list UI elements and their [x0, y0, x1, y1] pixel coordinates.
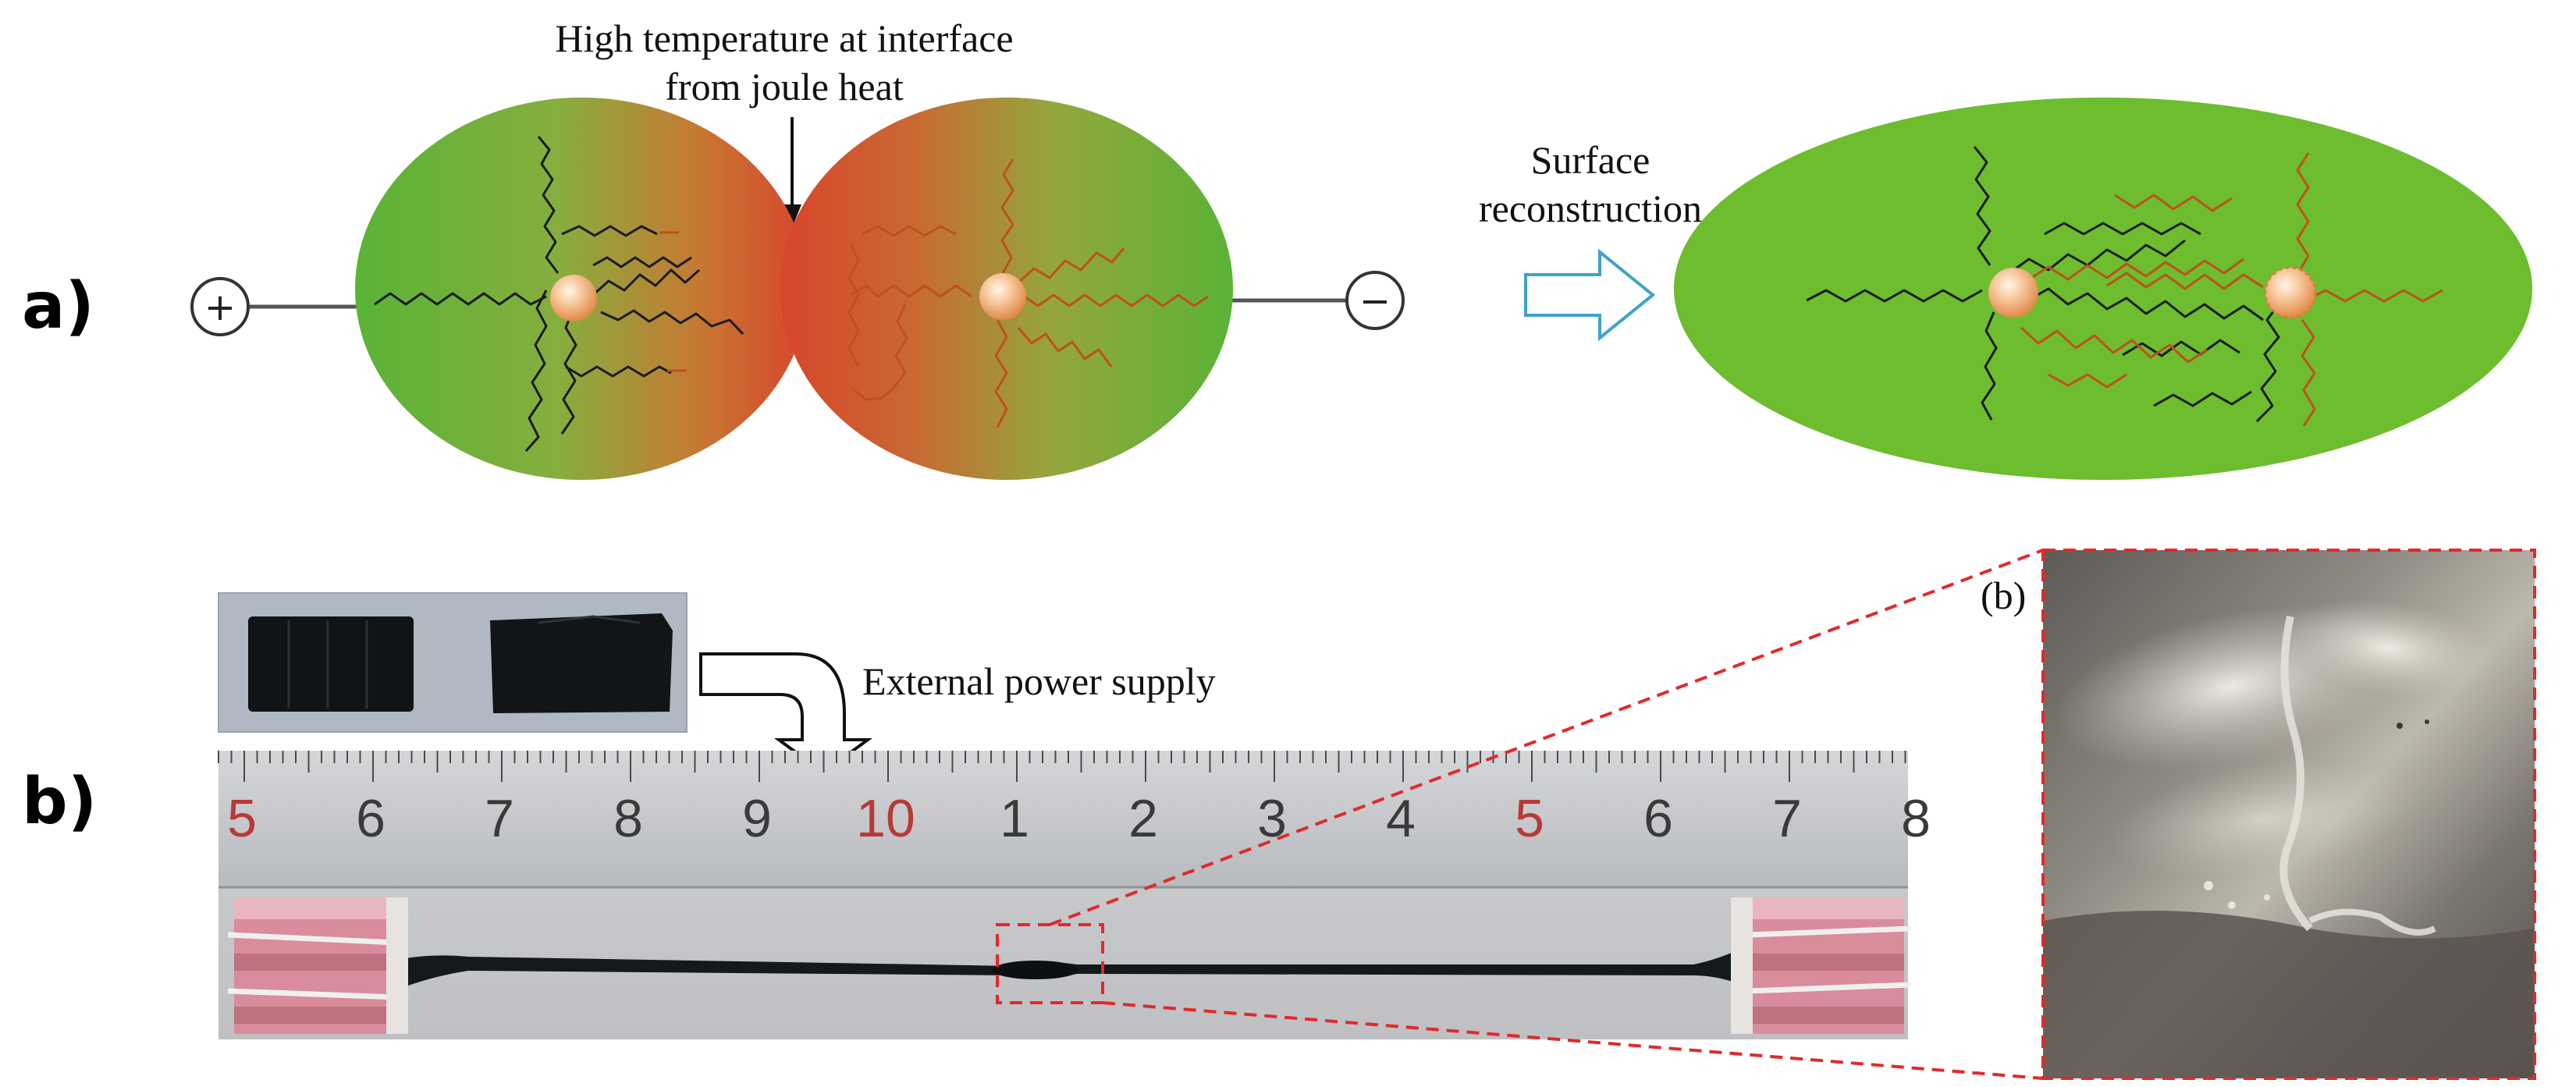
- merged-orange-chains: [2020, 152, 2443, 427]
- right-clamp: [1731, 897, 1911, 1034]
- merged-nanoparticle-left: [1988, 268, 2038, 318]
- before-samples-photo: [218, 592, 688, 733]
- panel-b-label: b): [22, 765, 97, 839]
- ruler-number: 4: [1386, 789, 1416, 848]
- ruler-photo: 5 6 7 8 9 10 1 2 3 4 5 6 7 8: [218, 751, 1931, 1039]
- metal-ruler: [219, 751, 1908, 887]
- ruler-number: 6: [1643, 789, 1673, 848]
- ruler-number: 6: [356, 789, 386, 848]
- ruler-number: 9: [742, 789, 772, 848]
- ruler-number: 5: [227, 789, 257, 848]
- sample-block-left: [248, 616, 414, 712]
- ruler-number: 1: [1000, 789, 1029, 848]
- ruler-number: 7: [1772, 789, 1802, 848]
- micrograph-frame: [2041, 549, 2536, 1080]
- merged-particle-shell: [1674, 98, 2532, 480]
- interface-annotation-line1: High temperature at interface: [555, 16, 1013, 60]
- zoom-line-bottom: [1102, 1001, 2044, 1080]
- ruler-number: 2: [1128, 789, 1158, 848]
- power-supply-caption: External power supply: [862, 659, 1216, 703]
- ruler-number: 8: [1901, 789, 1931, 848]
- micrograph-inset: [2043, 550, 2535, 1078]
- interface-annotation-line2: from joule heat: [665, 65, 904, 108]
- ruler-number: 5: [1515, 789, 1544, 848]
- fracture-crack: [2279, 615, 2313, 932]
- left-nanoparticle: [550, 275, 597, 321]
- ruler-ticks: [218, 751, 1906, 782]
- ruler-number: 10: [856, 789, 915, 848]
- reconstruction-arrow: [1524, 248, 1656, 342]
- ruler-number: 8: [613, 789, 643, 848]
- positive-terminal: +: [190, 277, 250, 336]
- sample-block-right: [490, 613, 673, 713]
- ruler-number: 3: [1257, 789, 1287, 848]
- power-supply-arrow: [699, 652, 873, 775]
- ruler-number: 7: [485, 789, 514, 848]
- process-label-line1: Surface: [1531, 138, 1650, 182]
- right-polymer-chains: [847, 158, 1209, 428]
- negative-terminal: −: [1345, 271, 1405, 330]
- inset-label: (b): [1981, 574, 2026, 617]
- healed-joint-region: [993, 961, 1078, 979]
- zoom-line-top: [1049, 549, 2044, 926]
- left-polymer-chains: [374, 136, 744, 452]
- process-label-line2: reconstruction: [1479, 186, 1702, 230]
- svg-text:+: +: [204, 286, 236, 329]
- svg-text:−: −: [1359, 279, 1391, 323]
- merged-nanoparticle-right: [2264, 266, 2317, 319]
- panel-a-label: a): [22, 269, 94, 343]
- merged-black-chains: [1806, 146, 2280, 423]
- ruler-numbers: 5 6 7 8 9 10 1 2 3 4 5 6 7 8: [227, 789, 1931, 848]
- left-clamp: [227, 897, 408, 1034]
- right-nanoparticle: [979, 273, 1026, 320]
